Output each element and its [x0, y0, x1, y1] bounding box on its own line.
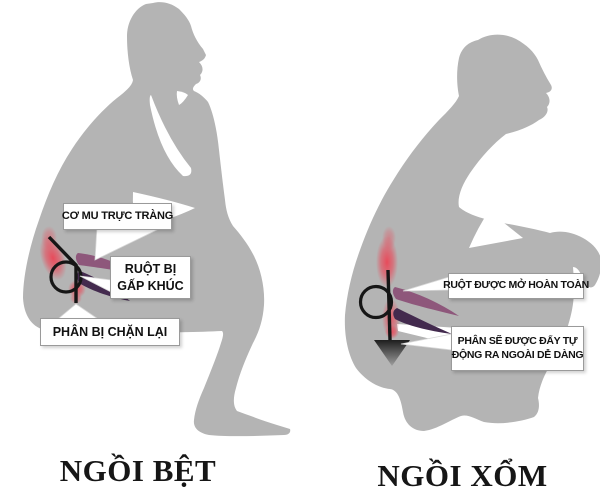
puborectalis-muscle-upper — [392, 287, 459, 316]
down-arrow — [374, 340, 410, 366]
label-bowel-open: RUỘT ĐƯỢC MỞ HOÀN TOÀN — [443, 273, 589, 299]
label-bowel-kinked: RUỘT BỊ GẤP KHÚC — [110, 256, 191, 299]
right-anatomy-open-bowel — [358, 226, 459, 366]
rectum-loop — [358, 284, 394, 320]
rectum-straight-line — [386, 269, 392, 341]
label-text-line2: GẤP KHÚC — [117, 278, 184, 293]
label-puborectalis-muscle: CƠ MU TRỰC TRÀNG — [61, 203, 174, 230]
label-text-line1: RUỘT BỊ — [124, 262, 177, 277]
caption-sitting: NGỒI BỆT — [59, 453, 217, 488]
label-stool-pushed-out: PHÂN SẼ ĐƯỢC ĐẨY TỰ ĐỘNG RA NGOÀI DỄ DÀN… — [451, 326, 584, 371]
hand-face-notch — [176, 91, 188, 105]
label-text: PHÂN BỊ CHẶN LẠI — [52, 324, 168, 339]
callout-beams — [56, 226, 453, 351]
puborectalis-muscle-lower — [393, 308, 452, 334]
label-text: CƠ MU TRỰC TRÀNG — [61, 210, 174, 223]
arm-chest-gap — [149, 95, 192, 177]
rectum-loop — [49, 260, 83, 294]
label-stool-blocked: PHÂN BỊ CHẶN LẠI — [40, 318, 180, 346]
label-text: RUỘT ĐƯỢC MỞ HOÀN TOÀN — [443, 279, 589, 292]
chest-knee-gap — [469, 211, 523, 248]
label-text-line2: ĐỘNG RA NGOÀI DỄ DÀNG — [451, 348, 584, 361]
caption-squatting: NGỒI XỔM — [377, 458, 548, 493]
label-text-line1: PHÂN SẼ ĐƯỢC ĐẨY TỰ — [457, 334, 578, 347]
